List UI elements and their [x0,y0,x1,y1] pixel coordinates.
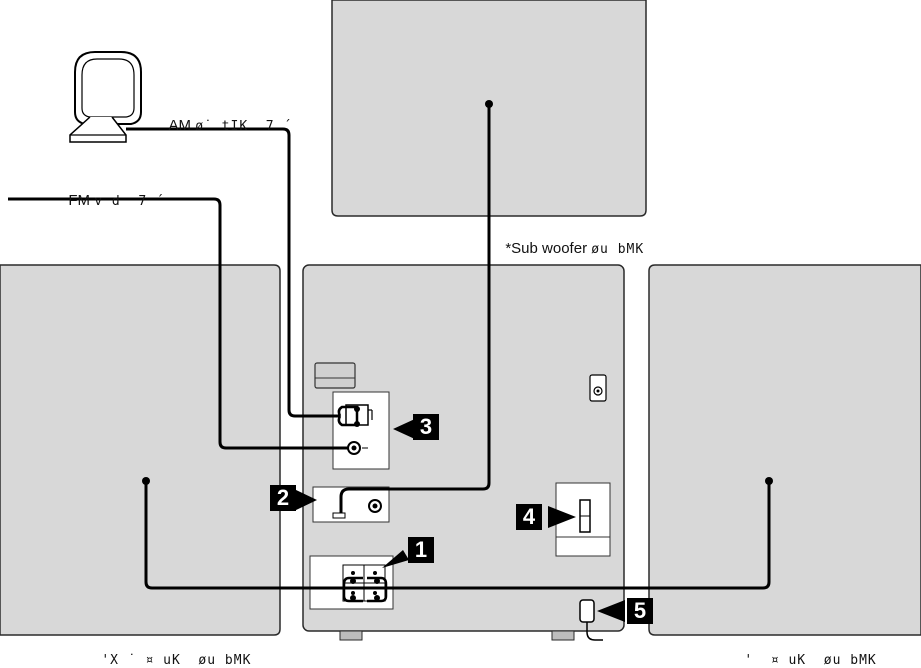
left-speaker-panel [0,264,281,636]
callout-3: 3 [413,414,439,440]
callout-3-pointer [393,418,417,440]
power-cord-plug [579,599,595,623]
fm-antenna-wire [8,197,348,450]
right-speaker-label: ' ¤ uK øu bMK [744,653,877,668]
am-loop-antenna [69,51,142,143]
right-speaker-panel [648,264,921,636]
speaker-wire [144,481,771,590]
left-speaker-label: 'X ˙ ¤ uK øu bMK [101,653,252,668]
callout-4: 4 [516,504,542,530]
main-unit-foot-left [339,630,363,641]
callout-5: 5 [627,598,653,624]
callout-5-pointer [597,600,625,622]
callout-2: 2 [270,485,296,511]
fm-antenna-label: FM v d 7 ´ [68,192,165,209]
callout-1-pointer [382,550,409,568]
vent-slot [314,362,356,389]
connection-diagram [0,0,921,641]
main-unit-foot-right [551,630,575,641]
antenna-terminal-block [332,391,390,470]
callout-4-pointer [548,506,576,528]
sub-woofer-wire [339,104,491,513]
am-antenna-wire [126,127,340,418]
am-antenna-label: AM ø˙ tIK 7 ´ [168,117,293,134]
sub-woofer-label: *Sub woofer øu bMK [505,240,645,257]
callout-2-pointer [294,489,317,511]
callout-1: 1 [408,537,434,563]
